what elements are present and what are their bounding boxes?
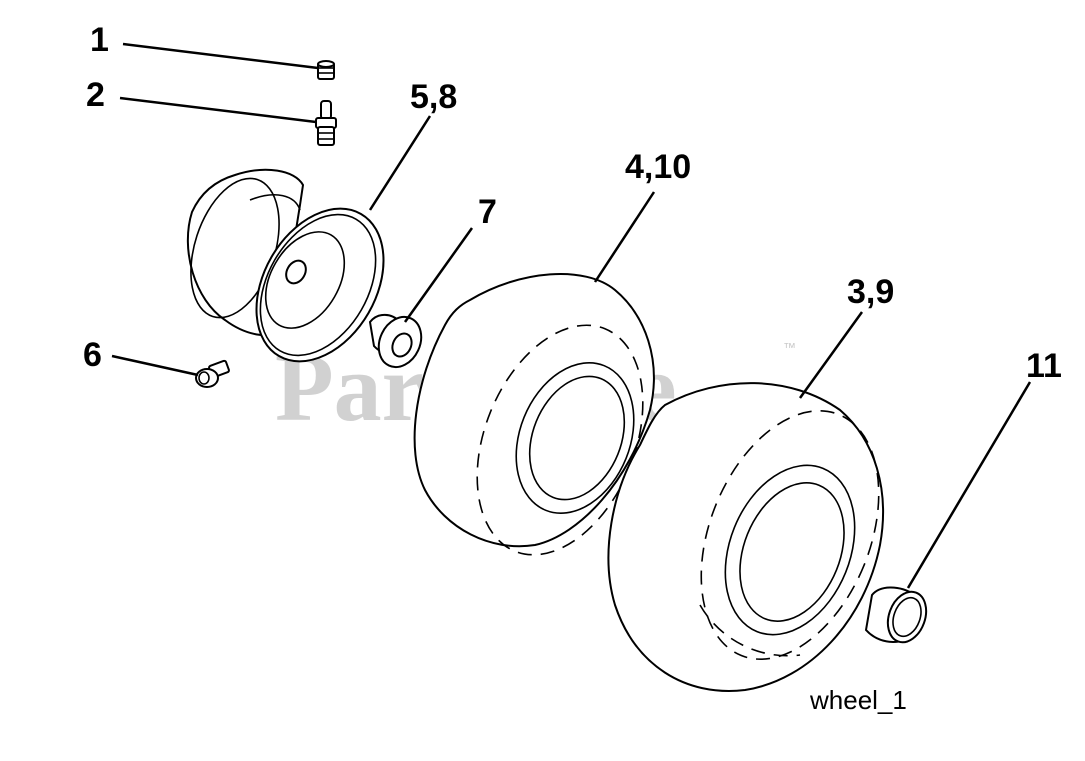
callout-4-10: 4,10 <box>625 148 691 186</box>
diagram-caption: wheel_1 <box>809 685 907 715</box>
leader-line-7 <box>403 227 474 323</box>
grease-fitting-icon[interactable] <box>195 359 230 388</box>
watermark-trademark: ™ <box>783 340 796 355</box>
valve-cap-icon[interactable] <box>317 60 335 80</box>
callout-7: 7 <box>478 193 497 231</box>
callout-11: 11 <box>1026 347 1062 385</box>
callout-5-8: 5,8 <box>410 78 457 116</box>
bushing-icon[interactable] <box>368 310 429 374</box>
callout-labels: 1 2 5,8 4,10 7 3,9 6 11 <box>83 21 1062 385</box>
wheel-rim-icon[interactable] <box>175 167 410 384</box>
leader-line-6 <box>111 354 199 377</box>
leader-line-2 <box>119 96 317 124</box>
tire-icon-3-9[interactable] <box>607 382 912 692</box>
leader-line-5-8 <box>368 115 432 211</box>
callout-1: 1 <box>90 21 109 59</box>
hub-cap-icon[interactable] <box>864 586 933 647</box>
leader-lines <box>111 42 1032 589</box>
leader-line-1 <box>122 42 319 70</box>
callout-3-9: 3,9 <box>847 273 894 311</box>
leader-line-4-10 <box>593 191 656 283</box>
valve-stem-icon[interactable] <box>315 100 337 146</box>
callout-6: 6 <box>83 336 102 374</box>
callout-2: 2 <box>86 76 105 114</box>
leader-line-3-9 <box>798 311 864 399</box>
leader-line-11 <box>906 381 1032 589</box>
